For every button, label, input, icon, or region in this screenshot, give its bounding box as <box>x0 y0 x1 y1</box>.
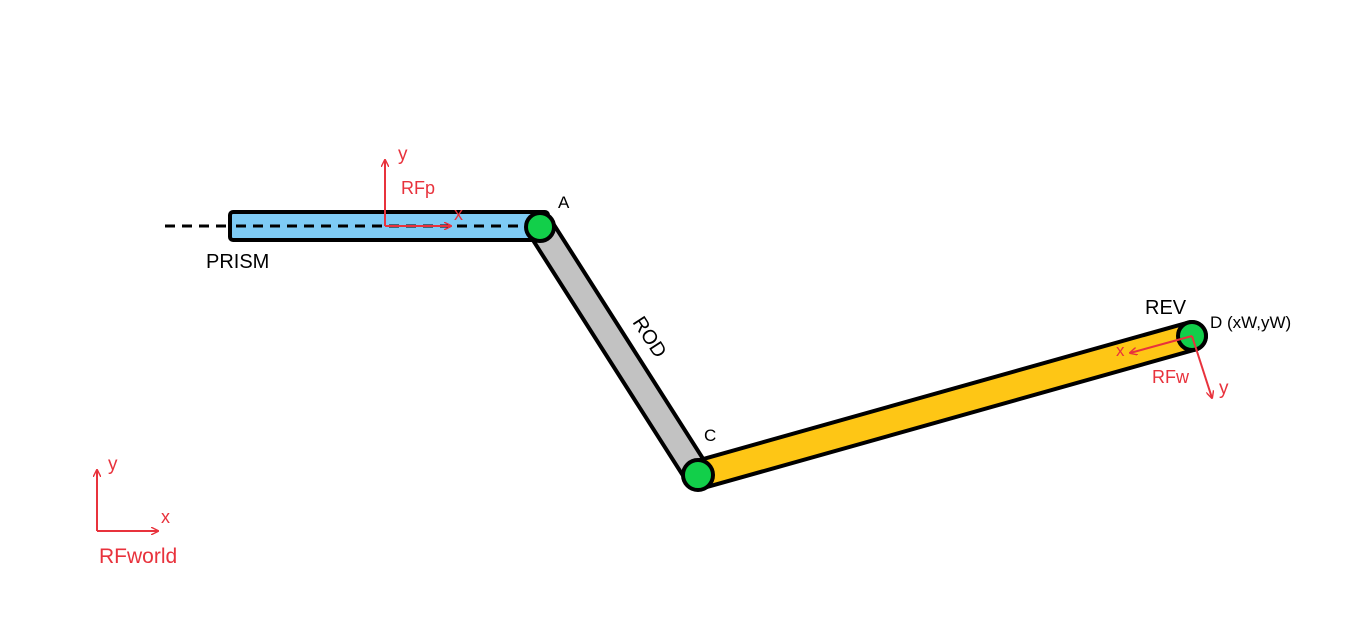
joint-c <box>681 458 715 492</box>
point-a-label: A <box>558 193 570 212</box>
joint-a <box>524 211 556 243</box>
rfworld-name: RFworld <box>99 545 177 568</box>
rfw-x-label: x <box>1116 341 1125 360</box>
rev-body <box>686 324 1204 487</box>
frame-rfp: y x RFp <box>385 144 463 226</box>
rod-body <box>529 216 709 486</box>
rfw-x-axis-arrow <box>1130 335 1193 353</box>
rfp-y-label: y <box>398 144 408 165</box>
rfw-name: RFw <box>1152 367 1190 387</box>
rev-label: REV <box>1145 297 1187 319</box>
rfw-y-label: y <box>1219 378 1229 399</box>
rfp-name: RFp <box>401 178 435 198</box>
rfw-y-axis-arrow <box>1191 335 1212 398</box>
rfp-x-label: x <box>454 204 463 224</box>
point-c-label: C <box>704 426 716 445</box>
rfworld-y-label: y <box>108 454 118 475</box>
frame-rfworld: y x RFworld <box>97 454 177 568</box>
point-d-label: D (xW,yW) <box>1210 313 1291 332</box>
frame-rfw: x y RFw <box>1116 335 1229 399</box>
prism-label: PRISM <box>206 251 269 273</box>
rfworld-x-label: x <box>161 507 170 527</box>
